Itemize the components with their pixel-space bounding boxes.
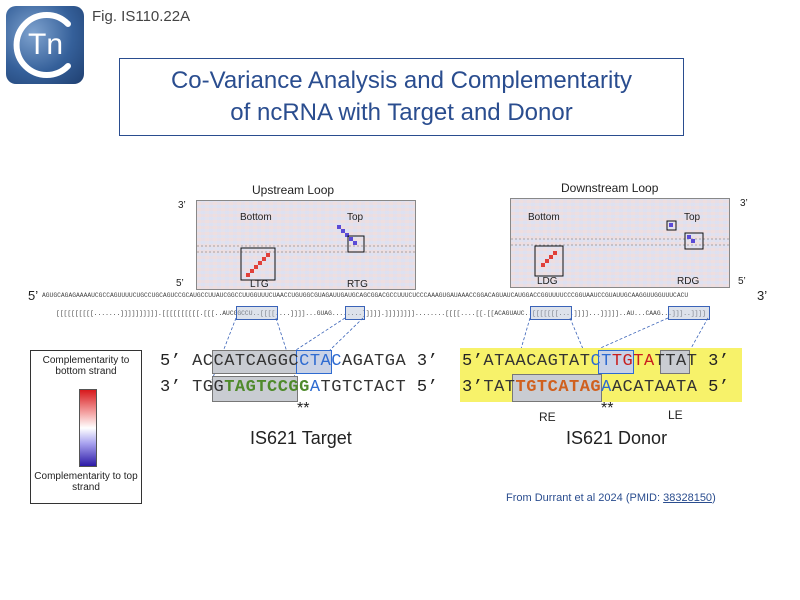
donor-ta-box <box>660 350 690 374</box>
rtg-highlight <box>345 306 365 320</box>
downstream-loop-title: Downstream Loop <box>561 181 659 195</box>
target-bottom-seq-blue: A <box>309 378 321 397</box>
downstream-3prime: 3’ <box>740 198 748 209</box>
target-top-strand: 5’ ACCATCAGGCCTACAGATGA 3’ <box>160 352 438 371</box>
downstream-heatmap-marks <box>511 220 729 277</box>
donor-bottom-seq-blue: A <box>601 378 612 397</box>
title-line-1: Co-Variance Analysis and Complementarity <box>170 67 633 94</box>
donor-top-seq-a: ATAACAGTAT <box>483 352 591 371</box>
credit-line: From Durrant et al 2024 (PMID: 38328150) <box>506 492 716 504</box>
pmid-link[interactable]: 38328150 <box>663 492 713 504</box>
target-top-seq-a: ACCATCAGGC <box>192 352 300 371</box>
credit-text: From Durrant et al 2024 (PMID: <box>506 492 664 504</box>
upstream-5prime: 5’ <box>176 278 184 289</box>
donor-bottom-strand: 3’TATTGTCATAGAACATAATA 5’ <box>462 378 730 397</box>
donor-bottom-box <box>512 374 602 402</box>
legend-top-text: Complementarity to bottom strand <box>42 355 130 377</box>
upstream-top-label: Top <box>347 212 364 223</box>
downstream-bottom-label: Bottom <box>528 212 560 223</box>
donor-bottom-3prime: 3’ <box>462 378 484 397</box>
target-bottom-seq-green: TAGTCCGG <box>224 378 310 397</box>
title-box: Co-Variance Analysis and Complementarity… <box>119 58 684 136</box>
tn-logo-ring <box>13 12 71 78</box>
donor-bottom-5prime: 5’ <box>708 378 730 397</box>
target-bottom-seq-d: TGTCTACT <box>320 378 407 397</box>
target-stars: ** <box>297 400 310 417</box>
rna-3prime: 3’ <box>757 288 768 303</box>
upstream-covariance-heatmap <box>196 200 416 290</box>
target-bottom-seq-a: TGG <box>192 378 225 397</box>
credit-close: ) <box>712 492 716 504</box>
target-top-3prime: 3’ <box>416 352 439 371</box>
rna-sequence: AGUGCAGAGAAAAUCGCCAGUUUUCUGCCUGCAGUCCGCA… <box>42 292 689 299</box>
figure-label: Fig. IS110.22A <box>92 8 191 25</box>
legend-color-scale <box>79 389 97 467</box>
legend-bottom-text: Complementarity to top strand <box>34 471 138 493</box>
legend-box: Complementarity to bottom strand Complem… <box>30 350 142 504</box>
rtg-label: RTG <box>347 279 368 290</box>
logo-text: Tn <box>28 28 64 61</box>
donor-bottom-seq-orange: TGTCATAG <box>515 378 602 397</box>
target-top-box <box>212 350 298 374</box>
donor-top-seq-ta: TA <box>633 352 655 371</box>
donor-ct-box <box>598 350 634 374</box>
target-top-5prime: 5’ <box>160 352 182 371</box>
target-ctac-box <box>296 350 332 374</box>
donor-caption: IS621 Donor <box>566 428 668 448</box>
title-line-2: of ncRNA with Target and Donor <box>230 99 573 126</box>
upstream-heatmap-marks <box>197 225 415 281</box>
target-top-seq-ctac: CTAC <box>299 352 342 371</box>
downstream-5prime: 5’ <box>738 276 746 287</box>
donor-top-strand: 5’ATAACAGTATCTTGTATTAT 3’ <box>462 352 730 371</box>
donor-le-label: LE <box>668 408 683 422</box>
donor-top-seq-tg: TG <box>611 352 634 371</box>
ldg-highlight <box>530 306 572 320</box>
downstream-top-label: Top <box>684 212 701 223</box>
donor-top-3prime: 3’ <box>708 352 730 371</box>
donor-top-seq-ct: CT <box>590 352 612 371</box>
donor-stars: ** <box>601 400 614 417</box>
ltg-label: LTG <box>250 279 269 290</box>
tn-logo: Tn <box>6 6 84 84</box>
ldg-label: LDG <box>537 276 558 287</box>
target-bottom-box <box>212 376 298 402</box>
rna-5prime: 5’ <box>28 288 39 303</box>
rdg-label: RDG <box>677 276 700 287</box>
target-bottom-strand: 3’ TGGTAGTCCGGATGTCTACT 5’ <box>160 378 438 397</box>
upstream-loop-title: Upstream Loop <box>252 183 335 197</box>
donor-top-5prime: 5’ <box>462 352 484 371</box>
rna-secondary-structure: [[[[[[[[[[.......]]]]]]]]]].[[[[[[[[[[.[… <box>56 310 706 317</box>
upstream-bottom-label: Bottom <box>240 212 272 223</box>
donor-top-seq-e: T <box>654 352 666 371</box>
upstream-3prime: 3’ <box>178 200 186 211</box>
donor-top-seq-f: TAT <box>665 352 698 371</box>
donor-bottom-seq-d: ACATAATA <box>611 378 698 397</box>
donor-bottom-seq-a: TAT <box>483 378 516 397</box>
donor-re-label: RE <box>539 410 556 424</box>
downstream-covariance-heatmap <box>510 198 730 288</box>
rdg-highlight <box>668 306 710 320</box>
target-bottom-5prime: 5’ <box>416 378 439 397</box>
target-top-seq-c: AGATGA <box>341 352 407 371</box>
target-caption: IS621 Target <box>250 428 352 448</box>
ltg-highlight <box>236 306 278 320</box>
target-bottom-3prime: 3’ <box>160 378 182 397</box>
